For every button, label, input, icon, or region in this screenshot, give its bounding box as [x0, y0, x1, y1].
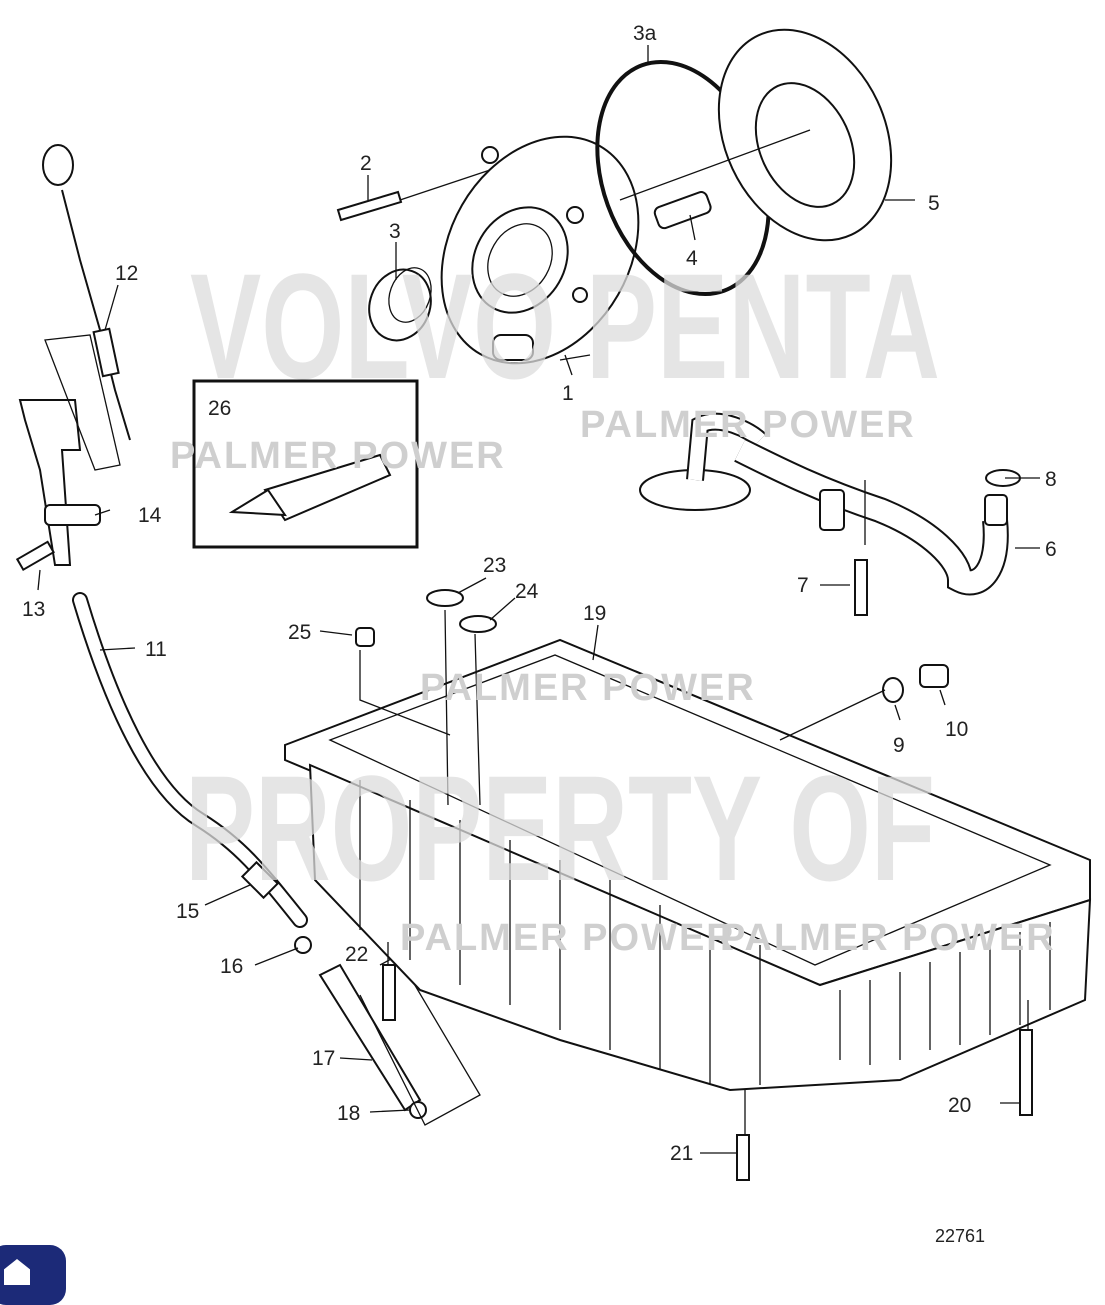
callout-9: 9 [893, 734, 905, 757]
callout-8: 8 [1045, 468, 1057, 491]
sealant-box [192, 379, 419, 549]
callout-3a: 3a [633, 22, 657, 45]
callout-13: 13 [22, 598, 45, 621]
connector-part [240, 860, 280, 900]
oil-pickup-part [639, 412, 1009, 596]
oil-pan-part [284, 638, 1092, 1092]
callout-22: 22 [345, 943, 368, 966]
plate-part [717, 28, 893, 242]
callout-25: 25 [288, 621, 311, 644]
chat-icon [4, 1259, 30, 1285]
bolt-20-part [1019, 1029, 1033, 1116]
callout-1: 1 [562, 382, 574, 405]
drain-plug-10-part [919, 664, 949, 688]
callout-4: 4 [686, 247, 698, 270]
figure-number: 22761 [935, 1226, 985, 1246]
callout-21: 21 [670, 1142, 693, 1165]
tube-17-part [318, 963, 422, 1112]
callout-18: 18 [337, 1102, 360, 1125]
bushing-part [368, 267, 432, 342]
o-ring-23-part [426, 589, 464, 607]
leader-lines [37, 45, 1040, 1154]
callout-23: 23 [483, 554, 506, 577]
bolt-7-part [854, 559, 868, 616]
dipstick-part [42, 144, 131, 441]
callout-2: 2 [360, 152, 372, 175]
bolt-21-part [736, 1134, 750, 1181]
oil-pump-part [440, 135, 640, 365]
callout-26: 26 [208, 397, 231, 420]
dipstick-guide-part [18, 334, 121, 566]
callout-12: 12 [115, 262, 138, 285]
callout-14: 14 [138, 504, 162, 527]
callout-labels: 1 2 3 3a 4 5 6 7 8 9 10 11 12 13 14 15 1… [22, 22, 1057, 1246]
callout-10: 10 [945, 718, 968, 741]
callout-19: 19 [583, 602, 606, 625]
bolt-22-part [382, 964, 396, 1021]
washer-9-part [882, 677, 904, 703]
bolt-13-part [15, 540, 55, 572]
callout-24: 24 [515, 580, 539, 603]
o-ring-24-part [459, 615, 497, 633]
plug-25-part [355, 627, 375, 647]
valve-part [653, 191, 712, 230]
callout-20: 20 [948, 1094, 971, 1117]
callout-11: 11 [145, 638, 167, 661]
seal-part [294, 936, 312, 954]
chat-widget-button[interactable] [0, 1245, 66, 1305]
callout-16: 16 [220, 955, 243, 978]
bolt-part [336, 190, 403, 222]
callout-15: 15 [176, 900, 199, 923]
callout-3: 3 [389, 220, 401, 243]
callout-7: 7 [797, 574, 809, 597]
callout-17: 17 [312, 1047, 335, 1070]
callout-6: 6 [1045, 538, 1057, 561]
callout-5: 5 [928, 192, 940, 215]
